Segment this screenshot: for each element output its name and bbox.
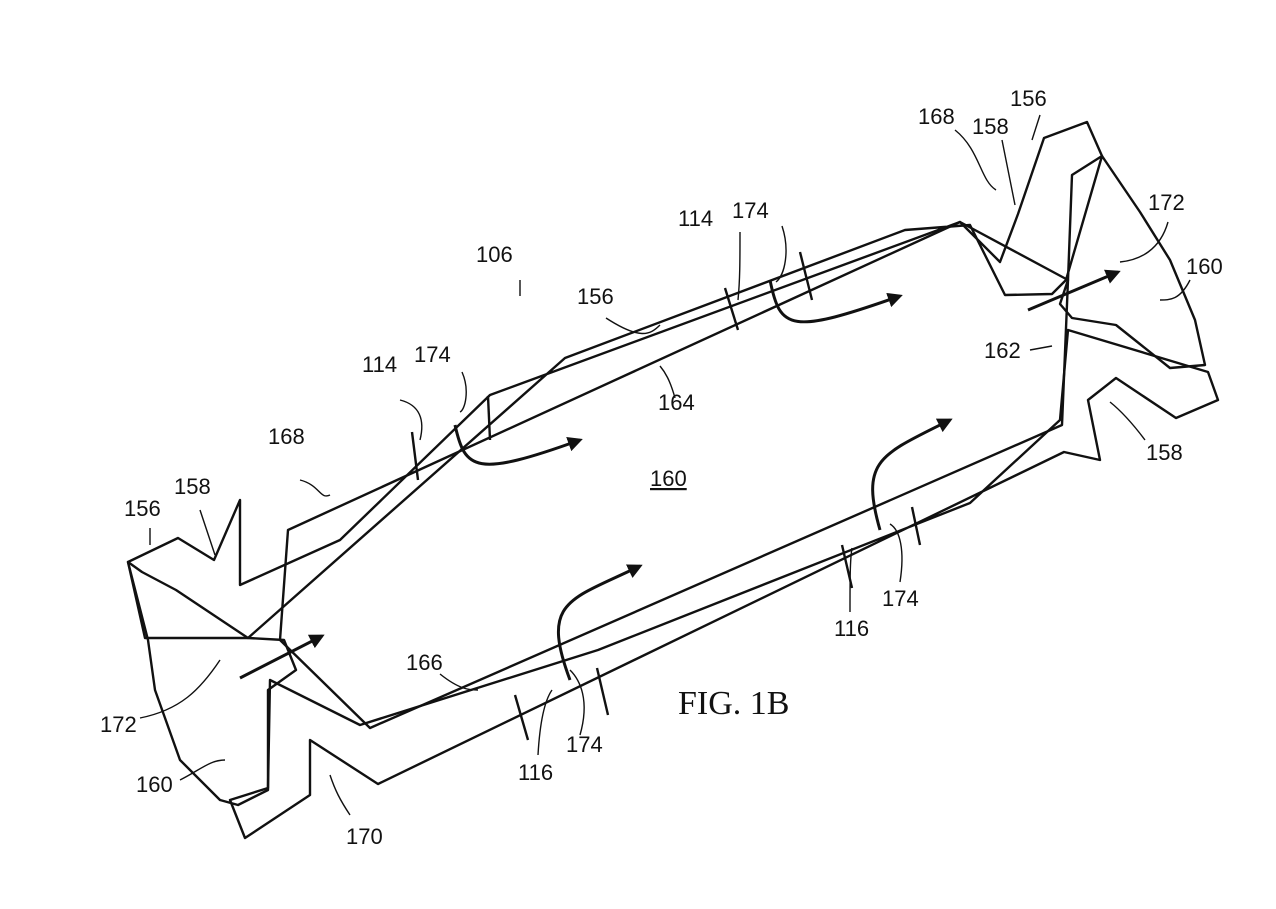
label-174-bottom-right: 174 [882,586,919,611]
label-156-top: 156 [577,284,614,309]
label-156-top-right: 156 [1010,86,1047,111]
label-166: 166 [406,650,443,675]
label-174-top-left: 174 [414,342,451,367]
label-160-center: 160 [650,466,687,491]
label-174-top-right: 174 [732,198,769,223]
label-158-left: 158 [174,474,211,499]
label-172-right: 172 [1148,190,1185,215]
label-116-right: 116 [834,616,869,641]
label-164: 164 [658,390,695,415]
label-170: 170 [346,824,383,849]
label-172-left: 172 [100,712,137,737]
label-114-right: 114 [678,206,713,231]
label-114-left: 114 [362,352,397,377]
channel-dividers [412,252,920,740]
label-168-top: 168 [268,424,305,449]
leader-lines [140,115,1190,815]
label-158-bottom-right: 158 [1146,440,1183,465]
label-158-top-right: 158 [972,114,1009,139]
label-160-left: 160 [136,772,173,797]
label-160-right: 160 [1186,254,1223,279]
right-fill [1060,156,1205,368]
label-162: 162 [984,338,1021,363]
figure-title: FIG. 1B [678,685,789,722]
label-168-top-right: 168 [918,104,955,129]
label-116-left: 116 [518,760,553,785]
label-174-bottom-left: 174 [566,732,603,757]
lower-wall [230,330,1218,838]
label-106: 106 [476,242,513,267]
label-156-left: 156 [124,496,161,521]
